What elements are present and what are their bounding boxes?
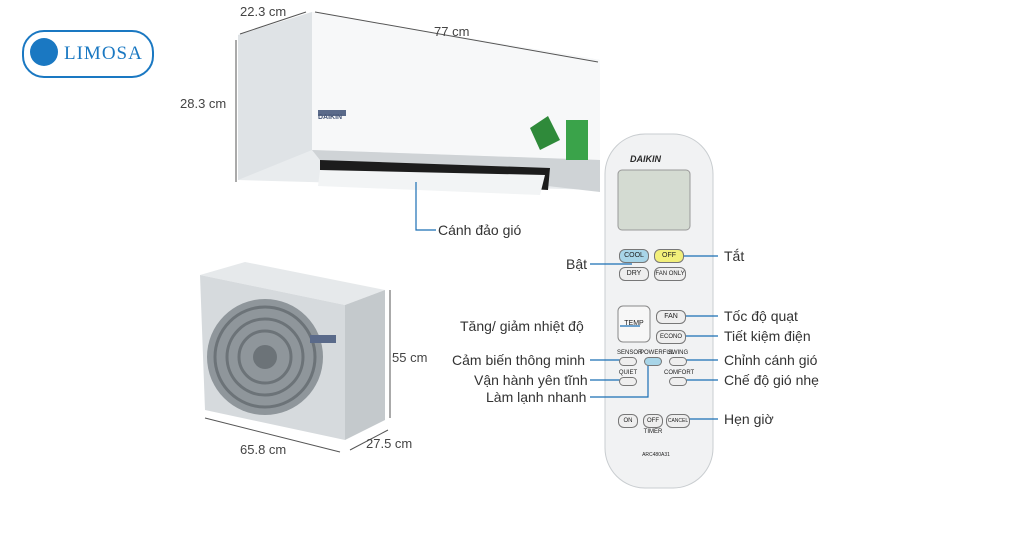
sensor-button[interactable] xyxy=(619,357,637,366)
indoor-brand-mark xyxy=(318,110,346,116)
callout-temp: Tăng/ giảm nhiệt độ xyxy=(460,318,584,334)
timer-cancel-button[interactable]: CANCEL xyxy=(666,414,690,428)
callout-swing: Chỉnh cánh gió xyxy=(724,352,818,368)
off-button[interactable]: OFF xyxy=(654,249,684,263)
outdoor-depth-dimension: 27.5 cm xyxy=(366,436,413,451)
cool-button[interactable]: COOL xyxy=(619,249,649,263)
callout-timer: Hẹn giờ xyxy=(724,411,774,427)
callout-energy-saving: Tiết kiệm điện xyxy=(724,328,811,344)
timer-on-button[interactable]: ON xyxy=(618,414,638,428)
remote-brand: DAIKIN xyxy=(630,154,661,164)
remote-control xyxy=(604,133,714,489)
outdoor-height-dimension: 55 cm xyxy=(392,350,428,365)
callout-quiet: Vận hành yên tĩnh xyxy=(474,372,588,388)
timer-off-button[interactable]: OFF xyxy=(643,414,663,428)
powerful-button[interactable] xyxy=(644,357,662,366)
swing-label: SWING xyxy=(667,350,689,356)
indoor-depth-dimension: 22.3 cm xyxy=(240,4,287,19)
fan-only-button[interactable]: FAN ONLY xyxy=(654,267,686,281)
indoor-unit xyxy=(235,11,600,195)
logo-text: LIMOSA xyxy=(64,43,143,64)
callout-comfort: Chế độ gió nhẹ xyxy=(724,372,819,388)
outdoor-unit xyxy=(200,262,391,453)
callout-powerful: Làm lạnh nhanh xyxy=(486,389,587,405)
callout-fan-speed: Tốc độ quạt xyxy=(724,308,798,324)
powerful-label: POWERFUL xyxy=(640,350,675,356)
callout-smart-sensor: Cảm biến thông minh xyxy=(452,352,586,368)
timer-label: TIMER xyxy=(643,429,663,435)
remote-model: ARC480A31 xyxy=(642,452,670,458)
indoor-width-dimension: 77 cm xyxy=(434,24,470,39)
outdoor-width-dimension: 65.8 cm xyxy=(240,442,287,457)
limosa-logo: LIMOSA xyxy=(22,30,154,78)
temp-button[interactable]: TEMP xyxy=(624,320,644,327)
quiet-label: QUIET xyxy=(618,370,638,376)
indoor-height-dimension: 28.3 cm xyxy=(180,96,227,111)
dry-button[interactable]: DRY xyxy=(619,267,649,281)
fan-button[interactable]: FAN xyxy=(656,310,686,324)
indoor-brand: DAIKIN xyxy=(318,114,343,121)
comfort-label: COMFORT xyxy=(664,370,695,376)
comfort-button[interactable] xyxy=(669,377,687,386)
louver-label: Cánh đảo gió xyxy=(438,222,522,238)
energy-label xyxy=(566,120,588,160)
remote-lcd-screen xyxy=(617,169,691,231)
quiet-button[interactable] xyxy=(619,377,637,386)
energy-star-label xyxy=(530,116,560,150)
sensor-label: SENSOR xyxy=(617,350,643,356)
callout-off: Tắt xyxy=(724,248,745,264)
logo-swirl-icon xyxy=(30,38,58,66)
econo-button[interactable]: ECONO xyxy=(656,330,686,344)
callout-on: Bật xyxy=(566,256,588,272)
swing-button[interactable] xyxy=(669,357,687,366)
